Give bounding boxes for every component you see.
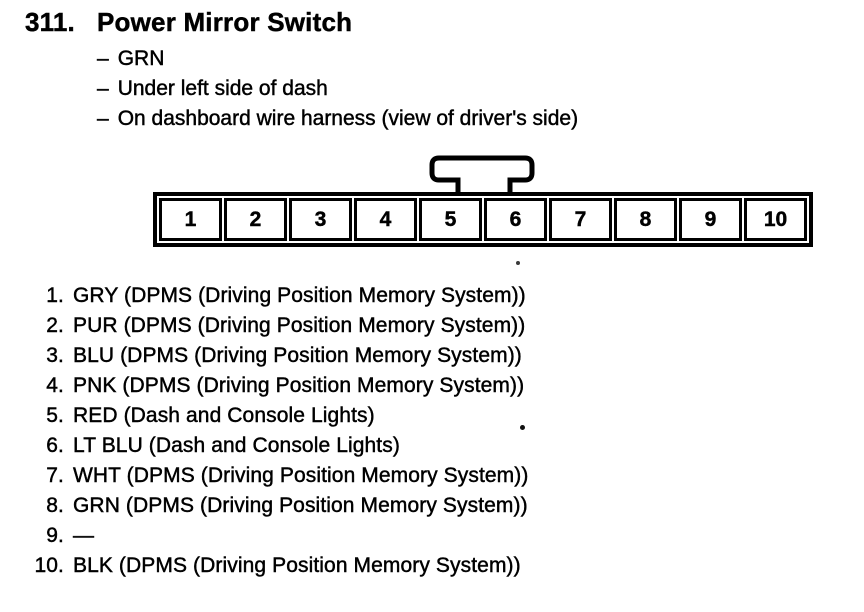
connector-pin-6: 6 <box>484 198 547 241</box>
pin-row-desc: — <box>73 524 95 547</box>
connector-latch-tab-icon <box>425 150 540 194</box>
connector-pin-3: 3 <box>289 198 352 241</box>
pin-row-number: 9. <box>46 524 64 547</box>
connector-pin-4: 4 <box>354 198 417 241</box>
pin-row-desc: GRN (DPMS (Driving Position Memory Syste… <box>73 494 528 517</box>
connector-diagram: 1 2 3 4 5 6 7 8 9 10 <box>153 192 813 247</box>
detail-item-harness: – On dashboard wire harness (view of dri… <box>97 104 579 134</box>
pin-list-row: 9. — <box>26 521 528 551</box>
section-number: 311. <box>25 7 75 37</box>
pin-list-row: 2. PUR (DPMS (Driving Position Memory Sy… <box>26 311 528 341</box>
dash-bullet: – <box>97 47 109 70</box>
detail-text: On dashboard wire harness (view of drive… <box>117 107 579 130</box>
connector-pin-2: 2 <box>224 198 287 241</box>
connector-pin-5: 5 <box>419 198 482 241</box>
pin-row-desc: BLU (DPMS (Driving Position Memory Syste… <box>73 344 522 367</box>
detail-item-location: – Under left side of dash <box>97 74 578 104</box>
detail-list: – GRN – Under left side of dash – On das… <box>97 44 579 134</box>
pin-row-number: 3. <box>46 344 64 367</box>
scan-artifact-dot <box>520 425 525 430</box>
pin-row-number: 1. <box>46 284 64 307</box>
pin-row-number: 10. <box>34 554 64 577</box>
detail-text: GRN <box>117 47 165 70</box>
connector-pin-8: 8 <box>614 198 677 241</box>
pin-row-number: 7. <box>46 464 64 487</box>
pin-row-desc: LT BLU (Dash and Console Lights) <box>73 434 400 457</box>
pin-row-desc: GRY (DPMS (Driving Position Memory Syste… <box>73 284 526 307</box>
connector-pin-10: 10 <box>744 198 807 241</box>
scan-artifact-dot <box>516 261 520 265</box>
connector-pin-9: 9 <box>679 198 742 241</box>
pin-list-row: 6. LT BLU (Dash and Console Lights) <box>26 431 528 461</box>
pin-row-number: 2. <box>46 314 64 337</box>
pin-list-row: 5. RED (Dash and Console Lights) <box>26 401 528 431</box>
pin-list-row: 1. GRY (DPMS (Driving Position Memory Sy… <box>26 281 528 311</box>
pin-row-number: 8. <box>46 494 64 517</box>
pin-row-number: 5. <box>46 404 64 427</box>
connector-pin-7: 7 <box>549 198 612 241</box>
connector-pin-1: 1 <box>159 198 222 241</box>
pin-row-desc: BLK (DPMS (Driving Position Memory Syste… <box>73 554 521 577</box>
pin-list-row: 8. GRN (DPMS (Driving Position Memory Sy… <box>26 491 528 521</box>
pin-list-row: 10. BLK (DPMS (Driving Position Memory S… <box>26 551 528 581</box>
dash-bullet: – <box>97 107 109 130</box>
pin-row-desc: PUR (DPMS (Driving Position Memory Syste… <box>73 314 526 337</box>
pin-list-row: 7. WHT (DPMS (Driving Position Memory Sy… <box>26 461 529 491</box>
section-title: Power Mirror Switch <box>97 7 353 37</box>
pin-row-number: 6. <box>46 434 64 457</box>
detail-item-wire-color: – GRN <box>97 44 578 74</box>
pin-list-row: 4. PNK (DPMS (Driving Position Memory Sy… <box>26 371 528 401</box>
pin-description-list: 1. GRY (DPMS (Driving Position Memory Sy… <box>26 281 528 581</box>
pin-row-desc: PNK (DPMS (Driving Position Memory Syste… <box>73 374 525 397</box>
pin-row-desc: WHT (DPMS (Driving Position Memory Syste… <box>73 464 529 487</box>
pin-row-number: 4. <box>46 374 64 397</box>
pin-list-row: 3. BLU (DPMS (Driving Position Memory Sy… <box>26 341 528 371</box>
dash-bullet: – <box>97 77 109 100</box>
section-header: 311. Power Mirror Switch <box>25 8 352 36</box>
detail-text: Under left side of dash <box>117 77 328 100</box>
pin-row-desc: RED (Dash and Console Lights) <box>73 404 375 427</box>
